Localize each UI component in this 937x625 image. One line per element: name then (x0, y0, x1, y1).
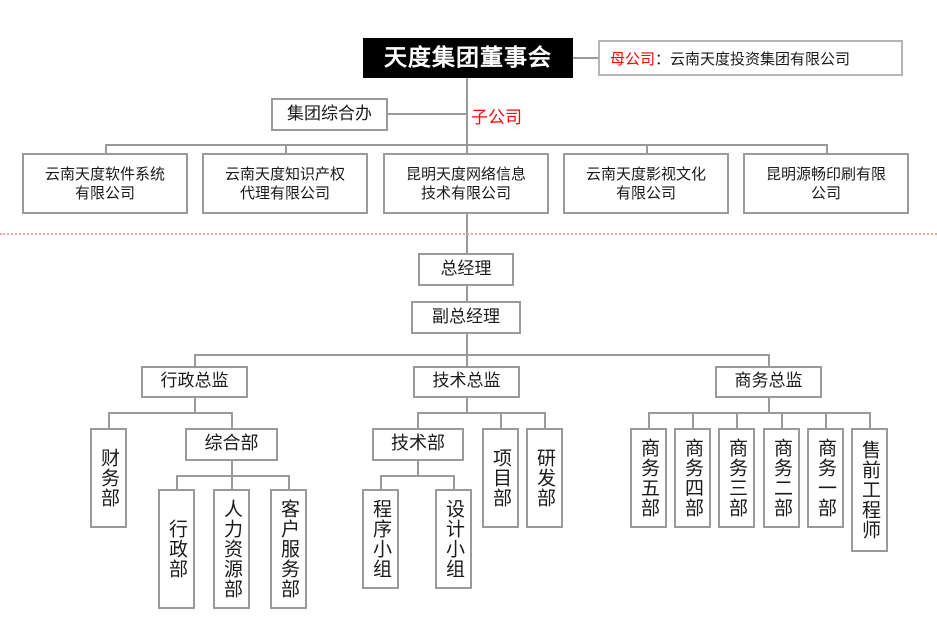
node-subsidiary-2[interactable]: 云南天度知识产权 代理有限公司 (202, 153, 368, 214)
node-business-department-4[interactable]: 商务四部 (674, 428, 711, 528)
connector-tech-drop-1 (417, 412, 419, 428)
connector-admin-sub-drop-2 (231, 475, 233, 489)
node-general-manager[interactable]: 总经理 (418, 253, 514, 286)
connector-business-drop-5 (825, 412, 827, 428)
legend-subsidiary-tag: 子公司 (471, 108, 522, 128)
node-director-administration[interactable]: 行政总监 (141, 366, 248, 398)
connector-business-drop-6 (869, 412, 871, 428)
connector-gm-to-deputy (466, 286, 468, 301)
legend-parent-company-name: 云南天度投资集团有限公司 (670, 49, 851, 68)
connector-tech-drop-2 (500, 412, 502, 428)
node-board-of-directors[interactable]: 天度集团董事会 (363, 38, 573, 78)
node-general-affairs-department[interactable]: 综合部 (185, 428, 278, 461)
node-programming-group[interactable]: 程序小组 (362, 489, 399, 589)
connector-board-trunk (466, 78, 468, 146)
node-presales-engineer[interactable]: 售前工程师 (851, 428, 888, 552)
legend-parent-company-tag: 母公司 (610, 49, 656, 68)
node-business-department-5[interactable]: 商务五部 (630, 428, 667, 528)
connector-business-drop-3 (736, 412, 738, 428)
connector-tech-bus (417, 412, 544, 414)
connector-business-trunk (768, 398, 770, 412)
connector-admin-sub-drop-3 (288, 475, 290, 489)
connector-director-drop-tech (466, 354, 468, 366)
connector-director-drop-admin (194, 354, 196, 366)
connector-subsidiary-drop-2 (285, 144, 287, 154)
connector-business-drop-1 (648, 412, 650, 428)
node-subsidiary-5[interactable]: 昆明源畅印刷有限 公司 (743, 153, 909, 214)
connector-tech-drop-3 (544, 412, 546, 428)
node-human-resources-department[interactable]: 人力资源部 (213, 489, 250, 609)
node-director-technology[interactable]: 技术总监 (413, 366, 520, 398)
connector-business-bus (648, 412, 870, 414)
connector-general-affairs-trunk (231, 461, 233, 475)
node-finance-department[interactable]: 财务部 (90, 428, 127, 528)
node-project-department[interactable]: 项目部 (482, 428, 519, 528)
connector-director-drop-business (768, 354, 770, 366)
node-research-development-department[interactable]: 研发部 (526, 428, 563, 528)
connector-subsidiary-drop-1 (105, 144, 107, 154)
connector-board-to-parent-legend (573, 57, 598, 59)
connector-admin-sub-drop-1 (176, 475, 178, 489)
node-technology-department[interactable]: 技术部 (372, 428, 464, 461)
connector-admin-drop-general (231, 412, 233, 428)
connector-admin-trunk (194, 398, 196, 412)
connector-business-drop-4 (781, 412, 783, 428)
legend-parent-company-separator: ： (655, 49, 671, 68)
connector-tech-dept-trunk (417, 461, 419, 475)
node-group-general-office[interactable]: 集团综合办 (271, 98, 388, 131)
section-divider (0, 233, 937, 235)
connector-director-bus (194, 354, 769, 356)
node-customer-service-department[interactable]: 客户服务部 (270, 489, 307, 609)
connector-tech-sub-bus (380, 475, 455, 477)
legend-parent-company: 母公司：云南天度投资集团有限公司 (598, 40, 903, 76)
connector-admin-drop-finance (108, 412, 110, 428)
node-director-business[interactable]: 商务总监 (715, 366, 822, 398)
connector-subsidiary-drop-3 (466, 144, 468, 154)
connector-admin-bus (108, 412, 232, 414)
connector-subsidiary-drop-5 (826, 144, 828, 154)
connector-group-office-to-trunk (388, 113, 466, 115)
node-business-department-3[interactable]: 商务三部 (718, 428, 755, 528)
node-business-department-1[interactable]: 商务一部 (807, 428, 844, 528)
node-subsidiary-4[interactable]: 云南天度影视文化 有限公司 (563, 153, 729, 214)
node-design-group[interactable]: 设计小组 (435, 489, 472, 589)
connector-tech-sub-drop-1 (380, 475, 382, 489)
node-subsidiary-1[interactable]: 云南天度软件系统 有限公司 (22, 153, 188, 214)
connector-tech-sub-drop-2 (453, 475, 455, 489)
connector-tech-trunk (466, 398, 468, 412)
node-administration-department[interactable]: 行政部 (158, 489, 195, 609)
connector-subsidiary-drop-4 (646, 144, 648, 154)
connector-deputy-trunk (466, 334, 468, 354)
node-deputy-general-manager[interactable]: 副总经理 (411, 301, 521, 334)
node-subsidiary-3[interactable]: 昆明天度网络信息 技术有限公司 (383, 153, 549, 214)
connector-business-drop-2 (692, 412, 694, 428)
node-business-department-2[interactable]: 商务二部 (763, 428, 800, 528)
